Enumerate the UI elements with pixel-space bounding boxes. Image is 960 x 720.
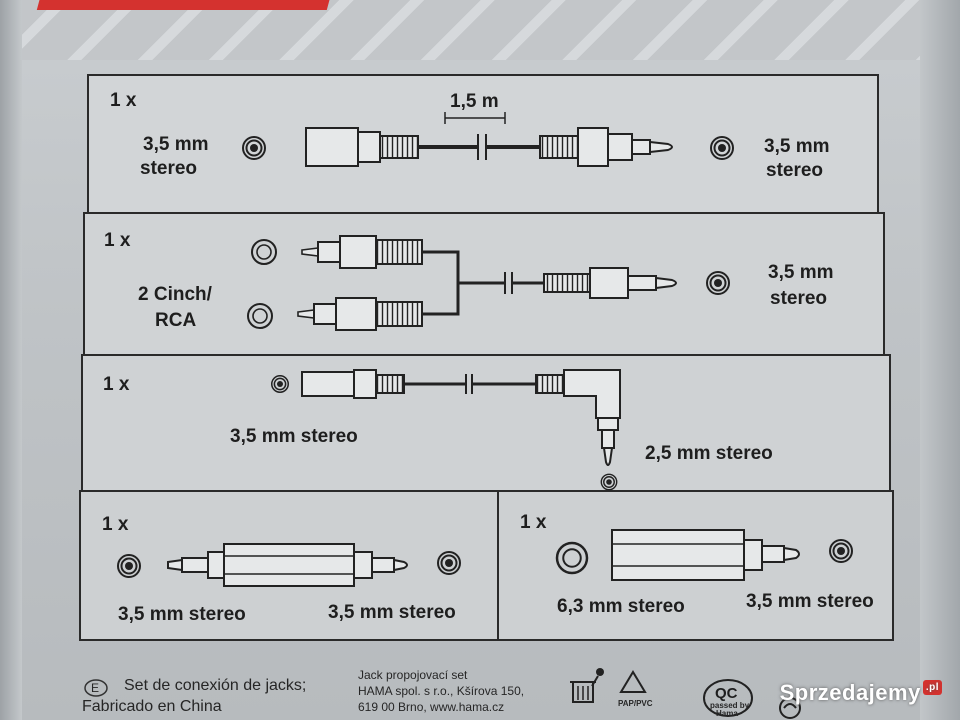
panel-3-frame [81, 354, 891, 492]
waste-bin-icon [570, 668, 604, 703]
package-left-edge [0, 0, 22, 720]
panel-1-right-label-line1: 3,5 mm [764, 136, 829, 157]
panel-5-left-label: 6,3 mm stereo [557, 596, 685, 617]
panel-2-left-label-line1: 2 Cinch/ [138, 284, 213, 305]
panel-2-left-label-line2: RCA [155, 310, 196, 331]
panel-5-quantity: 1 x [520, 512, 547, 533]
svg-text:QC: QC [715, 685, 738, 702]
panel-1-left-label-line2: stereo [140, 158, 197, 179]
watermark: Sprzedajemy.pl [780, 680, 942, 706]
svg-text:E: E [91, 681, 99, 695]
jack-socket-icon [706, 271, 730, 295]
panel-2-right-label-line2: stereo [770, 288, 827, 309]
length-dimension-marker [444, 112, 506, 124]
rca-y-cable-icon [297, 235, 677, 331]
panel-5-right-label: 3,5 mm stereo [746, 591, 874, 612]
panel-4-right-label: 3,5 mm stereo [328, 602, 456, 623]
panel-2-quantity: 1 x [104, 230, 131, 251]
jack-socket-icon [117, 554, 141, 578]
language-badge: E [84, 679, 108, 697]
footer-spanish-line1: Set de conexión de jacks; [124, 677, 306, 694]
panel-2-right-label-line1: 3,5 mm [768, 262, 833, 283]
jack-socket-icon [829, 539, 853, 563]
panel-1-cable-length: 1,5 m [450, 91, 499, 112]
footer-czech-line1: Jack propojovací set [358, 668, 468, 682]
panel-3-quantity: 1 x [103, 374, 130, 395]
panel-5-frame [497, 490, 894, 641]
packaging-top-band [0, 0, 960, 60]
panel-4-left-label: 3,5 mm stereo [118, 604, 246, 625]
jack-socket-icon [437, 551, 461, 575]
panel-4-quantity: 1 x [102, 514, 129, 535]
inline-jack-adapter-icon [167, 543, 408, 587]
jack-socket-icon [242, 136, 266, 160]
jack-socket-icon [710, 136, 734, 160]
jack-socket-icon [600, 473, 618, 491]
package-right-edge [920, 0, 960, 720]
panel-3-right-label: 2,5 mm stereo [645, 443, 773, 464]
footer-czech-line3: 619 00 Brno, www.hama.cz [358, 700, 504, 714]
footer-czech-line2: HAMA spol. s r.o., Kšírova 150, [358, 684, 524, 698]
svg-text:PAP/PVC: PAP/PVC [618, 699, 653, 708]
stereo-extension-cable-icon [305, 127, 673, 167]
panel-1-quantity: 1 x [110, 90, 137, 111]
panel-1-frame [87, 74, 879, 214]
panel-1-right-label-line2: stereo [766, 160, 823, 181]
jack-socket-icon [271, 375, 289, 393]
green-dot-icon [779, 697, 801, 719]
footer-spanish-line2: Fabricado en China [82, 698, 222, 715]
large-to-small-jack-adapter-icon [611, 529, 800, 581]
svg-text:Hama: Hama [716, 709, 738, 718]
svg-text:passed by: passed by [710, 701, 750, 710]
panel-1-left-label-line1: 3,5 mm [143, 134, 208, 155]
recycle-icon: PAP/PVC [618, 670, 653, 708]
panel-3-left-label: 3,5 mm stereo [230, 426, 358, 447]
angled-adapter-cable-icon [301, 369, 621, 466]
qc-stamp-icon: QC passed by Hama [703, 679, 753, 718]
